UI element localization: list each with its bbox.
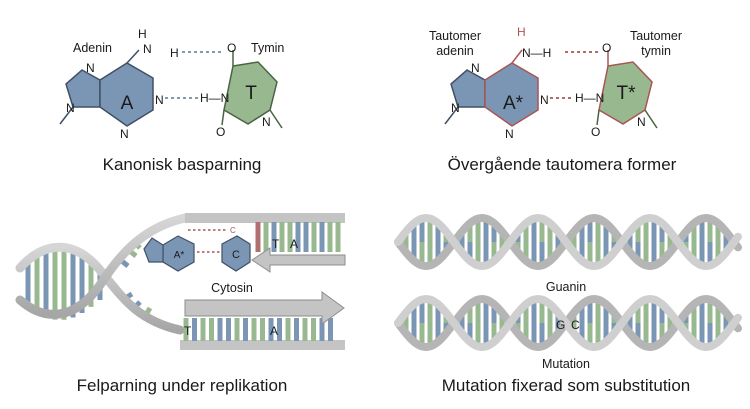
lower-pair-t: T [184,324,192,338]
adenine-label: Adenin [73,41,112,55]
mutation-panel: G C Guanin Mutation Mutation fixerad som… [394,213,742,395]
mispair-right-letter: C [232,249,240,261]
tautomer-atom-o4: O [602,41,611,55]
mispair-left-letter: A* [174,250,185,261]
backbone-strand [394,213,742,271]
mutation-label: Mutation [542,357,590,371]
thymine-ring-letter: T [245,83,257,104]
backbone-strand [394,294,742,352]
mispair-adenine-five-ring [143,237,164,263]
tautomer-thymine-ring-letter: T* [617,83,637,104]
fork-backbone-b [15,213,190,319]
tautomer-adenine-ring-letter: A* [503,93,524,114]
mispair-cytosine [221,235,251,272]
caption-replication: Felparning under replikation [77,376,288,395]
upper-pair-t: T [272,237,280,251]
atom-n1: N [155,93,164,107]
upper-pair-a: A [290,237,298,251]
tautomer-thymine-label-1: Tautomer [630,29,682,43]
mutation-pair-g: G [556,318,565,332]
adenine-ring-letter: A [121,93,134,114]
atom-o4: O [227,41,236,55]
mutation-pair-c: C [571,318,580,332]
fork-backbone-a [15,242,185,335]
caption-canonical: Kanonisk basparning [103,155,262,174]
atom-n6: N [143,42,152,56]
canonical-pair-panel: N N N N N H H A O O N H—N T Adenin Tymin… [59,27,284,174]
atom-n1-thymine: N [262,115,271,129]
caption-mutation: Mutation fixerad som substitution [442,376,691,395]
tautomer-atom-h: H [517,25,526,39]
caption-tautomer: Övergående tautomera former [448,155,677,174]
tautomer-atom-n1-thymine: N [637,115,646,129]
atom-n7: N [86,61,95,75]
atom-o2: O [216,125,225,139]
tautomer-atom-nh: N—H [522,46,551,60]
tautomer-adenine-label-2: adenin [436,44,474,58]
mispair-atom-c: C [230,226,236,235]
lower-pair-a: A [270,324,278,338]
atom-n3: N [120,127,129,141]
tautomer-atom-n7: N [471,61,480,75]
tautomer-atom-o2: O [591,125,600,139]
upper-rungs [255,222,341,252]
thymine-label: Tymin [251,41,284,55]
atom-n9: N [66,101,75,115]
atom-hn3: H—N [200,91,229,105]
replication-panel: T A T A A* C C Cytosin Felparning under … [15,213,346,395]
tautomer-atom-hn3: H—N [575,91,604,105]
tautomer-pair-panel: N N N N H N—H A* O O N H—N T* Tautomer a… [429,25,682,174]
helix-upper [394,213,742,271]
tautomer-thymine-label-2: tymin [641,44,671,58]
guanine-label: Guanin [546,280,586,294]
atom-h-bond-donor: H [170,46,179,60]
tautomer-atom-n9: N [451,101,460,115]
cytosine-label: Cytosin [211,281,253,295]
tautomer-atom-n1: N [540,93,549,107]
atom-h6: H [138,27,147,41]
tautomer-atom-n3: N [505,127,514,141]
helix-lower [394,294,742,352]
tautomer-adenine-label-1: Tautomer [429,29,481,43]
upper-new-strand-arrow [251,247,346,273]
lower-rungs [183,318,333,341]
lower-new-strand-arrow [184,291,345,325]
